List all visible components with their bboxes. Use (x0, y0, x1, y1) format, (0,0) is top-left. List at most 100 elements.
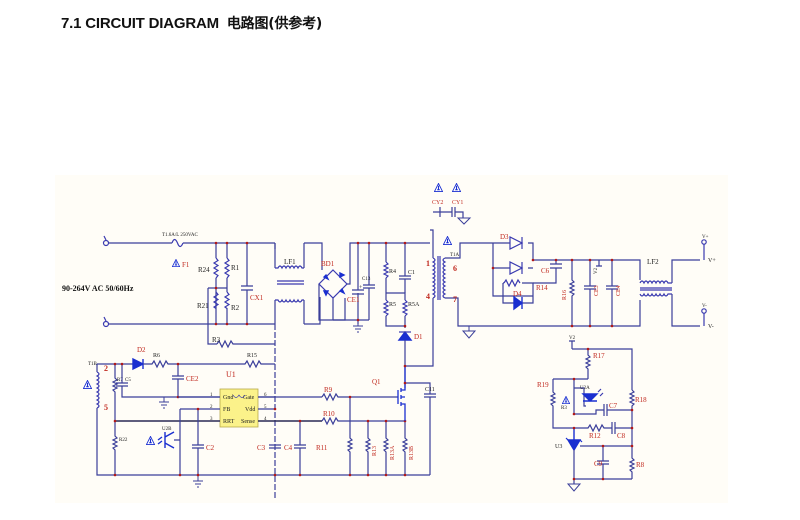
diode-d3 (509, 236, 524, 250)
label-ce4: CE4 (616, 285, 622, 296)
resistor-r7 (111, 364, 119, 410)
resistor-r5 (382, 299, 390, 317)
capacitor-c5 (116, 364, 275, 398)
ic-pin-sense: Sense (241, 419, 255, 425)
resistor-r12 (574, 422, 632, 434)
pin-4: 4 (426, 292, 430, 301)
label-q1: Q1 (372, 378, 381, 386)
capacitor-c2 (192, 409, 204, 475)
label-cx1: CX1 (250, 294, 264, 302)
label-v2: V2 (594, 267, 599, 274)
pin-7: 7 (453, 295, 457, 304)
ic-pin-num-1: 1 (210, 393, 213, 398)
resistor-r13b (401, 421, 409, 475)
resistor-r22 (111, 410, 119, 475)
label-vout-neg: V- (708, 324, 714, 330)
label-c2: C2 (206, 444, 215, 452)
ic-pin-gate: Gate (243, 395, 255, 401)
label-bd1: BD1 (321, 260, 335, 268)
svg-text:R3: R3 (561, 406, 567, 411)
label-r12: R12 (589, 432, 601, 440)
label-d2: D2 (137, 346, 146, 354)
capacitor-c1 (399, 243, 411, 293)
label-c6: C6 (541, 267, 550, 275)
ic-pin-num-2: 2 (210, 405, 213, 410)
label-c3: C3 (257, 444, 266, 452)
transformer-t1a: 1 4 6 7 T1A (405, 229, 610, 367)
label-r2: R2 (231, 304, 240, 312)
resistor-r4 (382, 261, 390, 279)
label-r5a: R5A (408, 302, 420, 308)
label-ce2: CE2 (186, 375, 199, 383)
capacitor-c9 (597, 446, 609, 479)
ic-pin-fb: FB (223, 407, 230, 413)
choke-lf2 (639, 280, 672, 285)
label-vout-pos: V+ (708, 258, 716, 264)
ic-pin-rt: RRT (223, 419, 235, 425)
label-u2b: U2B (162, 427, 172, 432)
capacitor-c4 (294, 421, 306, 475)
pin-6: 6 (453, 264, 457, 273)
label-cy1: CY1 (452, 200, 463, 206)
label-t1a: T1A (450, 253, 460, 258)
input-voltage-label: 90-264V AC 50/60Hz (62, 284, 134, 293)
label-r4: R4 (389, 269, 396, 275)
label-vneg: V- (702, 304, 707, 309)
resistor-r18 (628, 389, 636, 452)
resistor-r11 (346, 397, 354, 475)
label-c8: C8 (617, 432, 626, 440)
fuse-f1 (171, 238, 184, 248)
ic-pin-gnd: Gnd (223, 395, 233, 401)
resistor-r10 (321, 416, 405, 426)
svg-text:+: + (359, 285, 363, 291)
capacitor-ce4 (606, 260, 618, 326)
label-c11: C11 (425, 387, 435, 393)
diagram-panel (55, 175, 728, 503)
bulk-capacitors: + CE1 C13 (333, 241, 375, 333)
label-d1: D1 (414, 333, 423, 341)
label-ce3: CE3 (594, 285, 600, 296)
label-r1: R1 (231, 264, 240, 272)
ground-icon (193, 475, 203, 488)
ground-icon (566, 483, 582, 492)
resistor-r13 (364, 421, 372, 475)
label-r24: R24 (198, 266, 210, 274)
capacitor-c6 (533, 260, 562, 284)
label-lf1: LF1 (284, 258, 296, 266)
label-r8: R8 (636, 461, 645, 469)
optocoupler-u2a (581, 393, 599, 402)
terminal-n (102, 320, 110, 328)
terminal-l (102, 239, 110, 247)
zener-u3 (566, 428, 582, 452)
optocoupler-u2b (157, 431, 175, 449)
resistor-r19 (549, 379, 574, 429)
label-r17: R17 (593, 352, 605, 360)
pin-2: 2 (104, 364, 108, 373)
label-c9: C9 (594, 460, 603, 468)
resistor-r24 (212, 257, 220, 279)
resistor-r3 (216, 339, 275, 349)
resistor-r9 (321, 392, 398, 402)
label-u2a: U2A (580, 386, 590, 391)
resistor-r5a (401, 299, 409, 317)
resistor-r8 (628, 452, 636, 479)
capacitor-c11 (405, 382, 436, 475)
label-r18: R18 (635, 396, 647, 404)
label-r9: R9 (324, 386, 333, 394)
resistor-r21 (212, 291, 220, 309)
label-r6: R6 (153, 353, 160, 359)
label-r11: R11 (316, 444, 328, 452)
feedback-section: V2 R17 R19 R3 U2A C7 R12 C8 R18 U3 C9 R8 (537, 336, 647, 492)
label-u1: U1 (226, 370, 236, 379)
label-r10: R10 (323, 410, 335, 418)
capacitor-c3 (269, 444, 281, 449)
label-d3: D3 (500, 233, 509, 241)
fuse-rating: T1.6A/L 250VAC (162, 233, 199, 238)
resistor-r1 (223, 257, 231, 279)
label-r16: R16 (562, 290, 568, 300)
label-r5: R5 (389, 302, 396, 308)
resistor-r16 (568, 260, 576, 326)
label-cy2: CY2 (432, 200, 443, 206)
